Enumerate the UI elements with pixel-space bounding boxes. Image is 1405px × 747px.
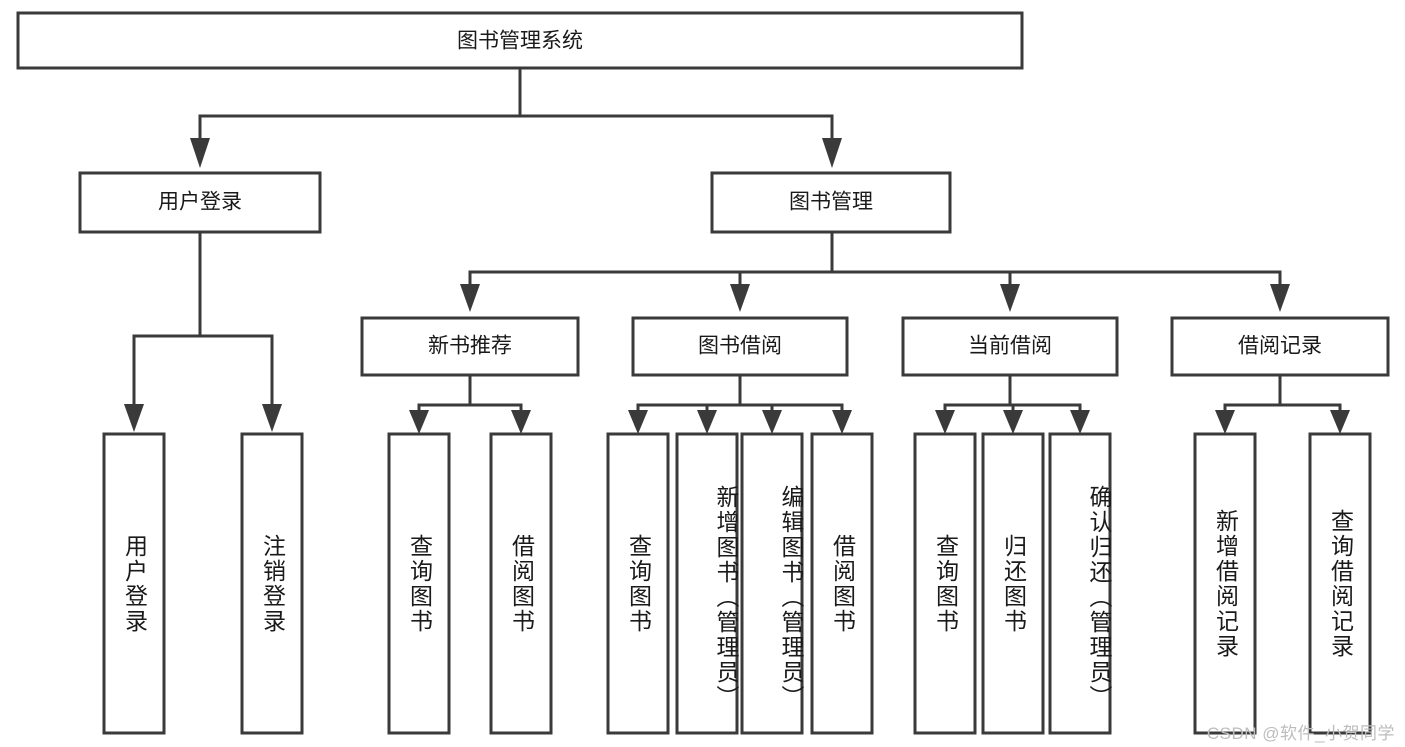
leaf-boxes-user-login [102,432,304,735]
node-user-login-label: 用户登录 [158,191,242,214]
leaf-box-borrow-book-2[interactable] [810,432,874,735]
node-book-borrow-label: 图书借阅 [698,335,782,358]
leaf-box-confirm-return[interactable] [1048,432,1112,735]
connector-current-borrow-to-leaves [935,373,1090,434]
leaf-box-user-login[interactable] [102,432,166,735]
leaf-boxes-new-book-recommend [387,432,553,735]
connector-borrow-record-to-leaves [1215,373,1350,434]
connector-root-to-level2 [190,66,842,168]
leaf-box-borrow-book-1[interactable] [489,432,553,735]
node-current-borrow-label: 当前借阅 [968,335,1052,358]
csdn-watermark: CSDN @软件_小贺同学 [1206,724,1395,743]
leaf-box-query-record[interactable] [1308,432,1372,735]
node-new-book-recommend[interactable]: 新书推荐 [360,316,580,377]
connector-new-book-recommend-to-leaves [409,373,531,434]
node-root-label: 图书管理系统 [457,30,583,53]
leaf-boxes-borrow-record [1193,432,1372,735]
leaf-boxes-current-borrow [913,432,1112,735]
node-borrow-record[interactable]: 借阅记录 [1170,316,1390,377]
leaf-box-edit-book[interactable] [740,432,804,735]
connector-user-login-to-leaves [124,230,282,432]
connector-book-borrow-to-leaves [628,373,852,434]
leaf-box-query-book-1[interactable] [387,432,451,735]
node-root[interactable]: 图书管理系统 [16,11,1024,70]
node-book-management-label: 图书管理 [789,191,873,214]
leaf-box-query-book-3[interactable] [913,432,977,735]
leaf-box-logout-login[interactable] [240,432,304,735]
leaf-box-add-book[interactable] [675,432,739,735]
node-book-management[interactable]: 图书管理 [710,171,952,234]
node-new-book-recommend-label: 新书推荐 [428,335,512,358]
leaf-box-query-book-2[interactable] [606,432,670,735]
node-borrow-record-label: 借阅记录 [1238,335,1322,358]
leaf-box-return-book[interactable] [981,432,1045,735]
node-current-borrow[interactable]: 当前借阅 [901,316,1119,377]
node-user-login[interactable]: 用户登录 [78,171,322,234]
connector-book-management-to-level3 [460,230,1290,312]
node-book-borrow[interactable]: 图书借阅 [631,316,849,377]
leaf-boxes-book-borrow [606,432,874,735]
leaf-box-add-record[interactable] [1193,432,1257,735]
